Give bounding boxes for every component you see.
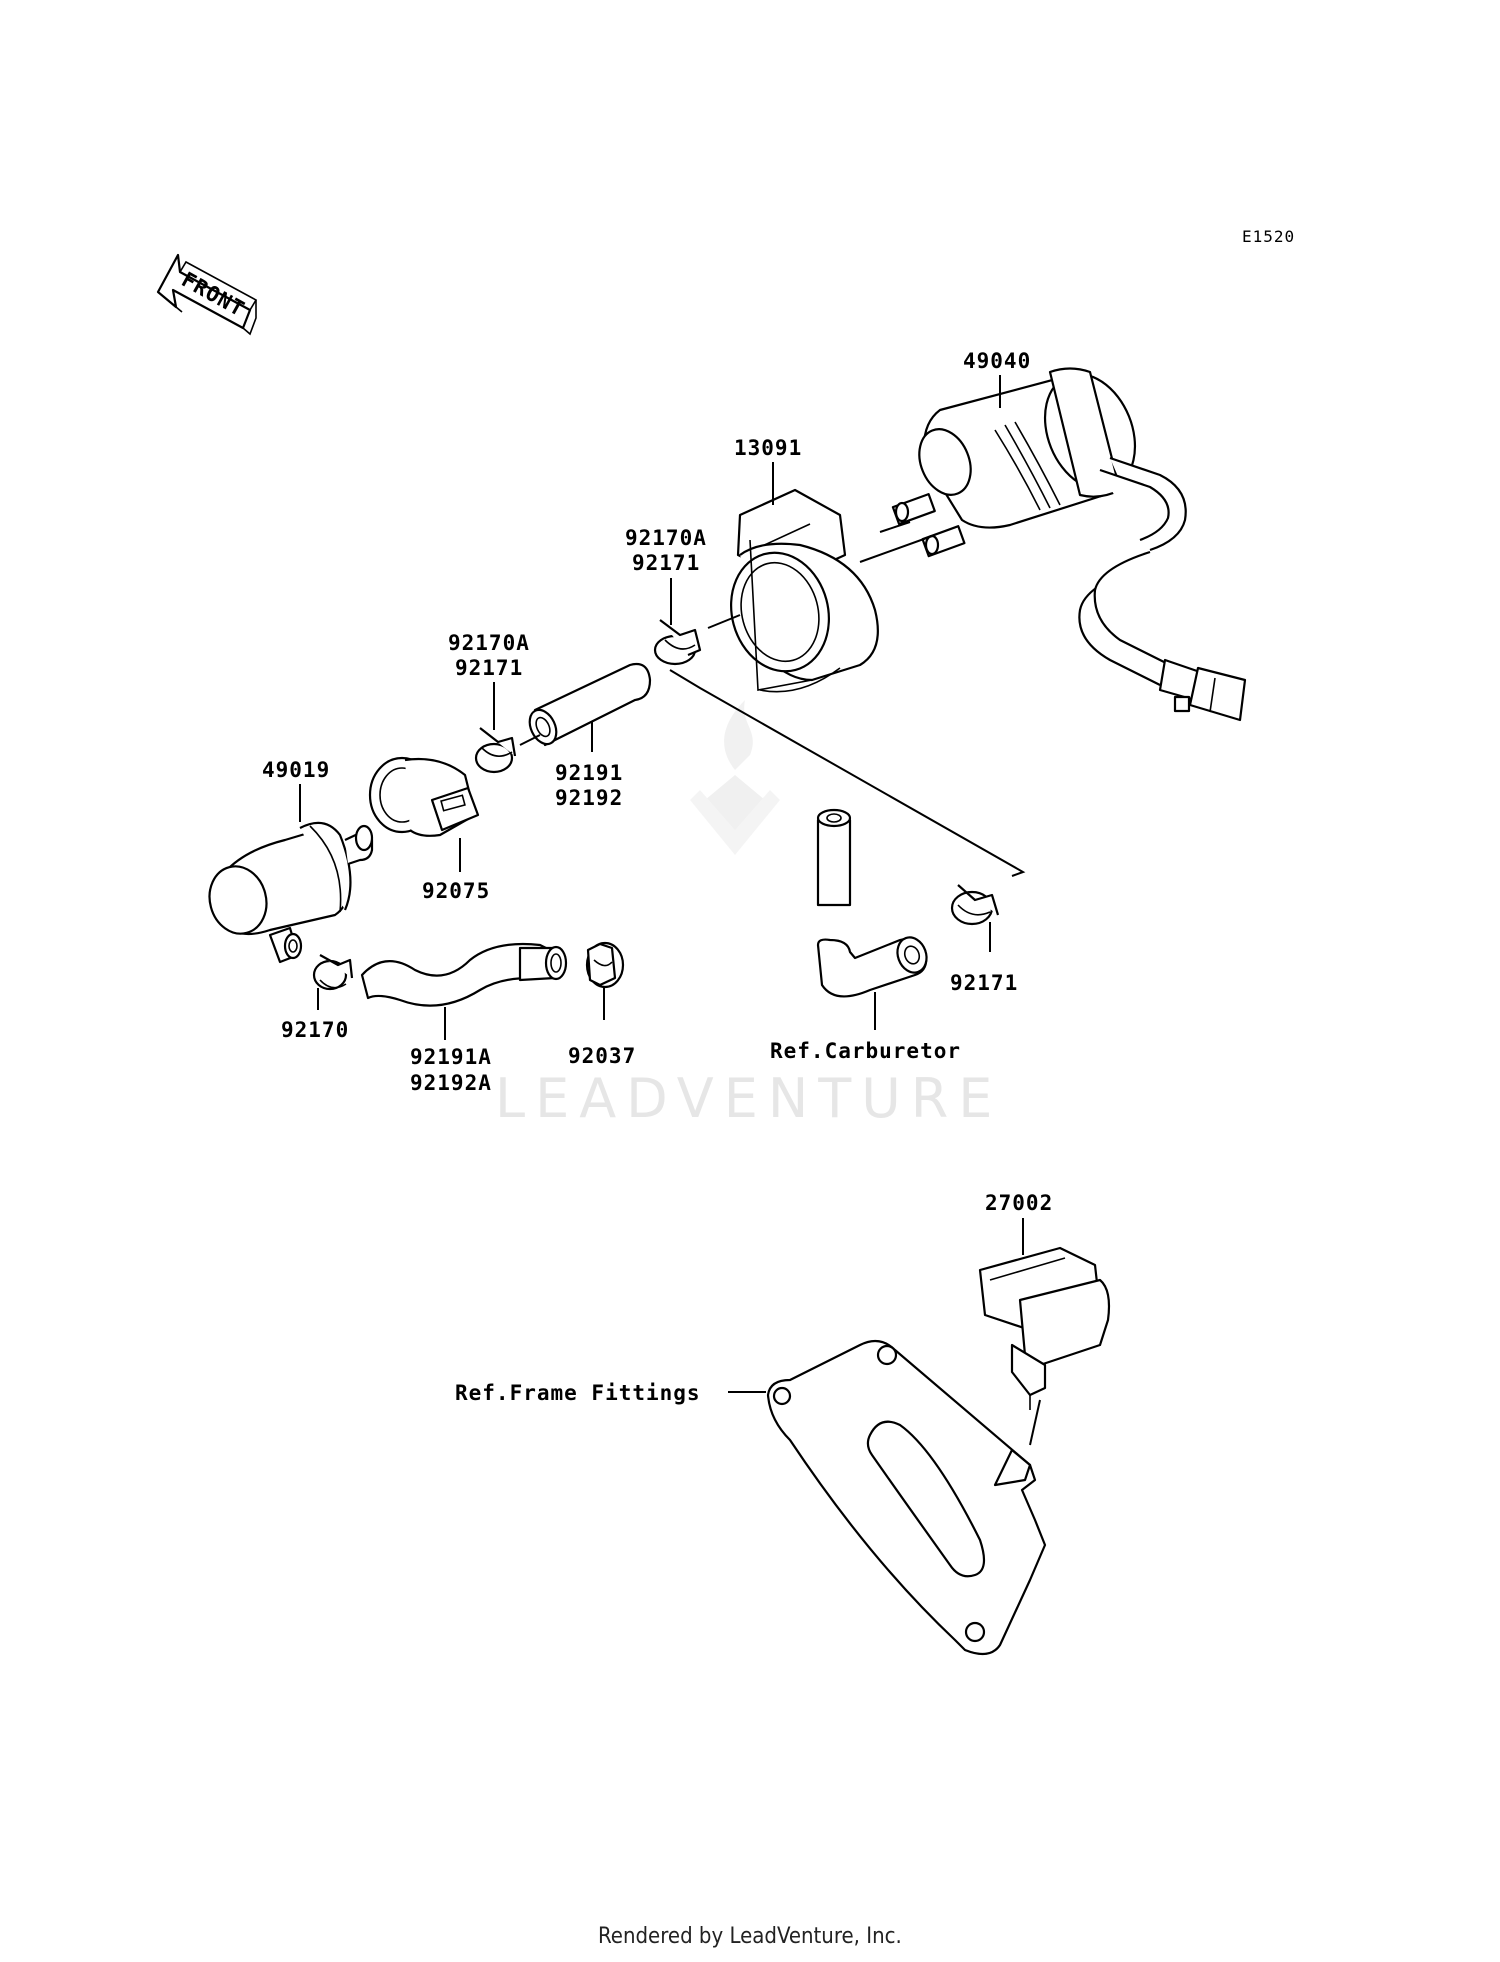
label-92170A-a: 92170A — [625, 526, 707, 550]
label-92191A: 92191A — [410, 1045, 492, 1069]
diagram-code: E1520 — [1242, 227, 1295, 246]
label-ref-frame-fittings: Ref.Frame Fittings — [455, 1381, 701, 1405]
hose-92191A — [360, 942, 568, 1007]
label-92170A-b: 92170A — [448, 631, 530, 655]
label-13091: 13091 — [734, 436, 802, 460]
label-92192: 92192 — [555, 786, 623, 810]
watermark-text: LEADVENTURE — [495, 1067, 1002, 1130]
hose-92191 — [528, 662, 652, 747]
label-92171-a: 92171 — [632, 551, 700, 575]
carburetor-hose — [816, 808, 928, 998]
clamp-92171-b — [474, 727, 517, 774]
leader-relay-bracket — [1029, 1399, 1041, 1446]
footer-credit: Rendered by LeadVenture, Inc. — [598, 1924, 902, 1949]
leader-clampb-hose — [519, 734, 541, 746]
clamp-92037 — [585, 941, 625, 989]
label-92170: 92170 — [281, 1018, 349, 1042]
holder-13091 — [730, 488, 879, 693]
leader-ref-carb — [669, 669, 1026, 877]
clamp-92170 — [312, 954, 354, 991]
watermark-logo — [690, 700, 780, 855]
relay-27002 — [978, 1246, 1111, 1410]
mounting-bracket — [766, 1339, 1047, 1656]
label-92192A: 92192A — [410, 1071, 492, 1095]
leader-pump-pipe2 — [859, 534, 936, 563]
damper-92075 — [368, 756, 480, 837]
label-49040: 49040 — [963, 349, 1031, 373]
front-arrow-icon: FRONT — [156, 253, 258, 336]
label-27002: 27002 — [985, 1191, 1053, 1215]
label-92037: 92037 — [568, 1044, 636, 1068]
label-92171-c: 92171 — [950, 971, 1018, 995]
leader-pump-pipe1 — [879, 521, 911, 533]
label-ref-carburetor: Ref.Carburetor — [770, 1039, 961, 1063]
label-92171-b: 92171 — [455, 656, 523, 680]
label-92075: 92075 — [422, 879, 490, 903]
fuel-filter-49019 — [208, 821, 374, 964]
clamp-92171-c — [950, 884, 1000, 926]
fuel-pump-49040 — [891, 367, 1247, 722]
label-92191: 92191 — [555, 761, 623, 785]
leader-clamp-to-holder — [707, 614, 741, 629]
clamp-92171-a — [653, 619, 702, 666]
label-49019: 49019 — [262, 758, 330, 782]
